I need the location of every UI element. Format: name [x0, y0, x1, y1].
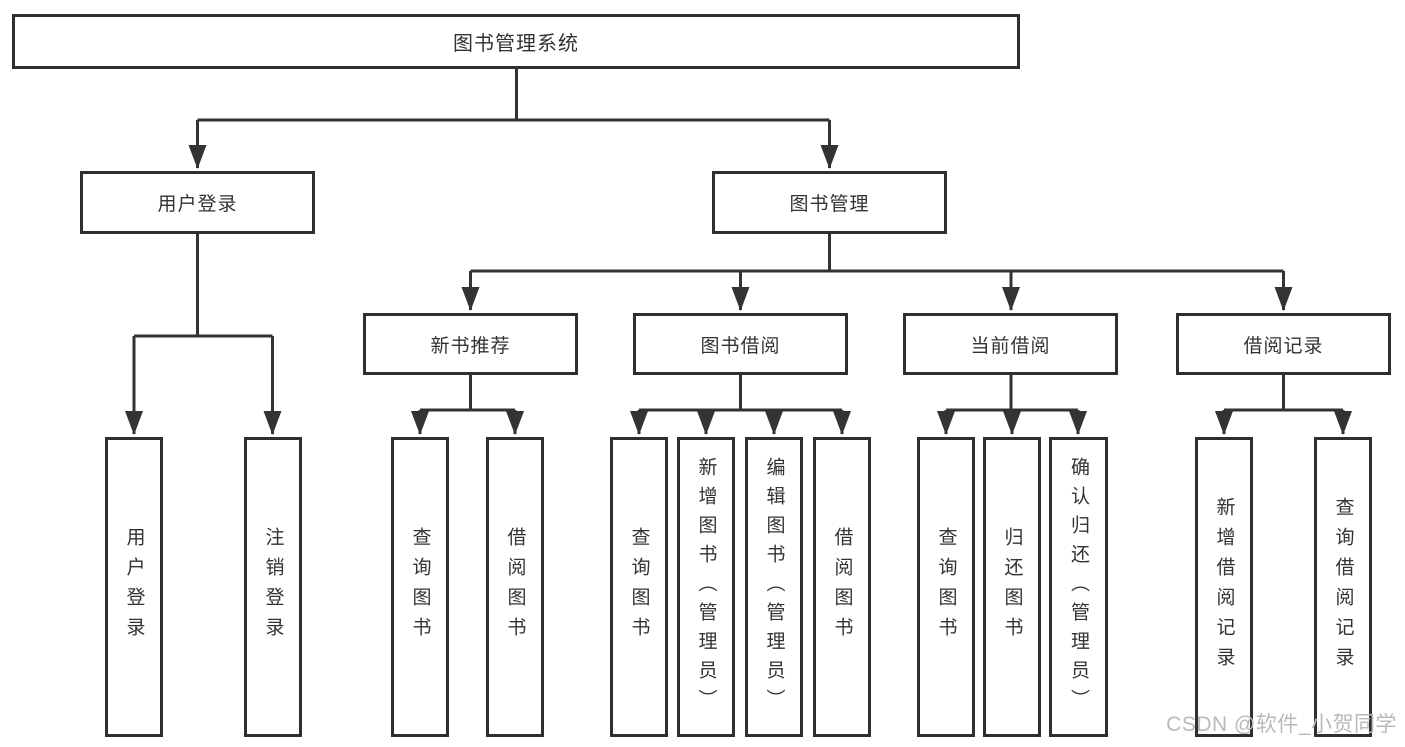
leaf-borrow-books: 借阅图书: [813, 437, 871, 737]
leaf-user-login: 用户登录: [105, 437, 163, 737]
leaf-query-books-recommend: 查询图书: [391, 437, 449, 737]
node-book-management: 图书管理: [712, 171, 947, 234]
node-library-management-system: 图书管理系统: [12, 14, 1020, 69]
leaf-query-books-borrow: 查询图书: [610, 437, 668, 737]
node-borrow-records: 借阅记录: [1176, 313, 1391, 375]
leaf-confirm-return-admin: 确认归还（管理员）: [1049, 437, 1108, 737]
leaf-logout: 注销登录: [244, 437, 302, 737]
leaf-add-borrow-record: 新增借阅记录: [1195, 437, 1253, 737]
leaf-query-books-current: 查询图书: [917, 437, 975, 737]
leaf-borrow-books-recommend: 借阅图书: [486, 437, 544, 737]
node-user-login: 用户登录: [80, 171, 315, 234]
leaf-edit-books-admin: 编辑图书（管理员）: [745, 437, 803, 737]
node-book-borrow: 图书借阅: [633, 313, 848, 375]
leaf-add-books-admin: 新增图书（管理员）: [677, 437, 735, 737]
node-current-borrow: 当前借阅: [903, 313, 1118, 375]
leaf-query-borrow-record: 查询借阅记录: [1314, 437, 1372, 737]
node-new-book-recommend: 新书推荐: [363, 313, 578, 375]
leaf-return-books: 归还图书: [983, 437, 1041, 737]
csdn-watermark: CSDN @软件_小贺同学: [1166, 713, 1397, 736]
